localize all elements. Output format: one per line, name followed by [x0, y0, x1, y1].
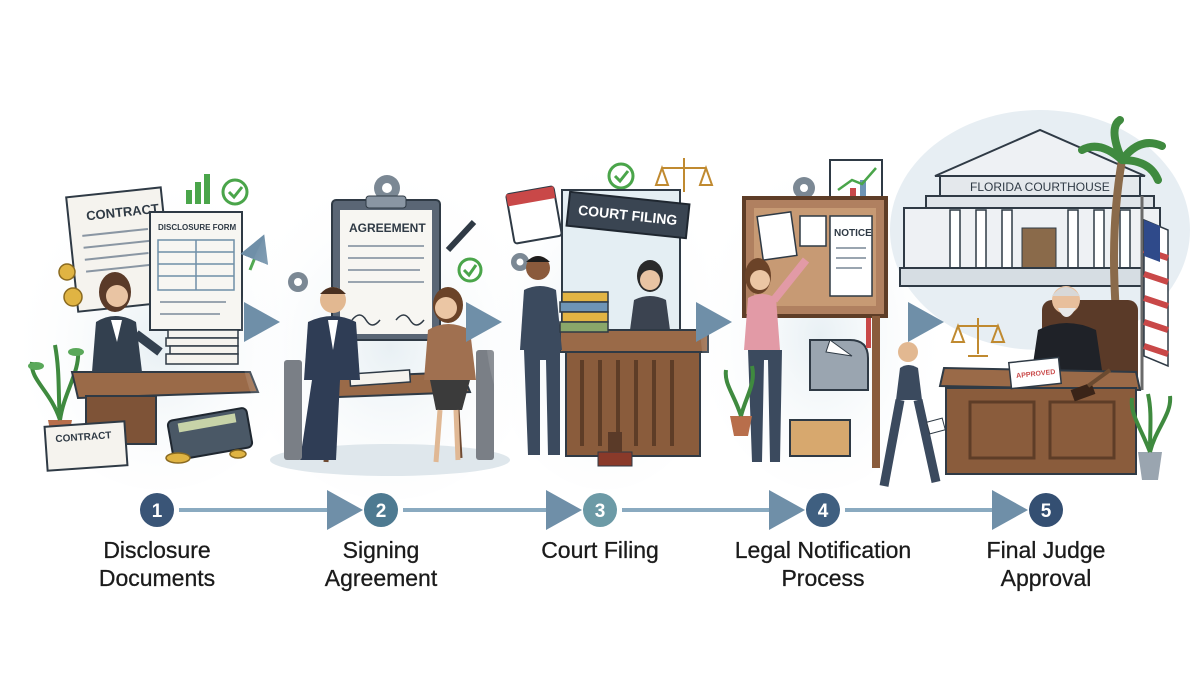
- notice-paper: NOTICE: [829, 215, 873, 297]
- stamp-icon: [597, 432, 633, 467]
- scene-legal-notification: NOTICE: [700, 150, 946, 490]
- chair-right: [476, 350, 494, 460]
- clerk: [630, 260, 670, 330]
- scales-icon-2: [950, 318, 1006, 357]
- paper-stack: [165, 329, 239, 365]
- woman-signing: [424, 287, 476, 463]
- man-signing: [300, 287, 360, 460]
- calendar-icon: [505, 185, 563, 245]
- step-1-number: 1: [152, 501, 163, 522]
- courthouse-name: FLORIDA COURTHOUSE: [970, 180, 1110, 194]
- calculator-icon: [166, 407, 254, 461]
- small-contract-heading: CONTRACT: [55, 430, 112, 445]
- step-2-number: 2: [376, 501, 387, 522]
- chair-left: [284, 360, 302, 460]
- gear-icon: [374, 175, 400, 201]
- agreement-clipboard: AGREEMENT: [331, 195, 441, 341]
- gear-icon-3: [793, 177, 815, 199]
- man-with-files: [520, 256, 609, 455]
- scales-icon: [654, 158, 714, 192]
- scene-signing-agreement: AGREEMENT: [240, 160, 540, 500]
- check-circle-icon-3: [607, 162, 635, 190]
- step-5-circle: [1029, 493, 1063, 527]
- step-5-number: 5: [1041, 501, 1052, 522]
- gear-small-icon: [288, 272, 308, 292]
- notice-heading: NOTICE: [834, 228, 872, 239]
- scene-disclosure-documents: CONTRACT DISCLOSURE FORM: [20, 170, 300, 490]
- step-3-circle: [583, 493, 617, 527]
- check-circle-icon: [221, 178, 249, 206]
- plant-icon-2: [723, 365, 755, 436]
- pen-icon: [445, 219, 477, 253]
- gavel-icon: [1070, 368, 1112, 402]
- walking-man: [879, 342, 946, 487]
- step-3-label: Court Filing: [541, 537, 659, 563]
- disclosure-form-heading: DISCLOSURE FORM: [158, 223, 237, 232]
- disclosure-form-document: DISCLOSURE FORM: [149, 211, 243, 331]
- small-contract-stack: CONTRACT: [43, 420, 129, 472]
- court-filing-sign: [565, 190, 691, 240]
- step-2-circle: [364, 493, 398, 527]
- step-1-circle: [140, 493, 174, 527]
- check-circle-icon-2: [457, 257, 483, 283]
- plant-icon-3: [1129, 393, 1173, 480]
- palm-tree: [1078, 116, 1166, 313]
- judge: [1030, 286, 1138, 390]
- approved-stamp-text: APPROVED: [1016, 369, 1056, 380]
- gear-icon-2: [511, 253, 529, 271]
- agreement-heading: AGREEMENT: [349, 221, 426, 235]
- step-4-circle: [806, 493, 840, 527]
- bar-chart-icon: [186, 174, 210, 204]
- scene-final-judge-approval: FLORIDA COURTHOUSE: [890, 110, 1190, 480]
- mailbox-icon: [809, 318, 871, 391]
- counter-base: [565, 351, 701, 457]
- coins-on-table-icon: [165, 449, 247, 464]
- scene-court-filing: COURT FILING: [485, 150, 725, 490]
- us-flag: [1140, 196, 1169, 390]
- woman-posting-notice: [744, 257, 810, 462]
- approved-document: APPROVED: [1007, 356, 1063, 390]
- counter-top: [559, 329, 709, 353]
- woman-reviewing-documents: [92, 272, 163, 372]
- step-4-number: 4: [818, 501, 829, 522]
- mail-box-crate: [789, 419, 851, 457]
- coins-icon: [58, 263, 83, 307]
- timeline: 1 2 3 4 5: [140, 490, 1063, 530]
- step-3-number: 3: [595, 501, 606, 522]
